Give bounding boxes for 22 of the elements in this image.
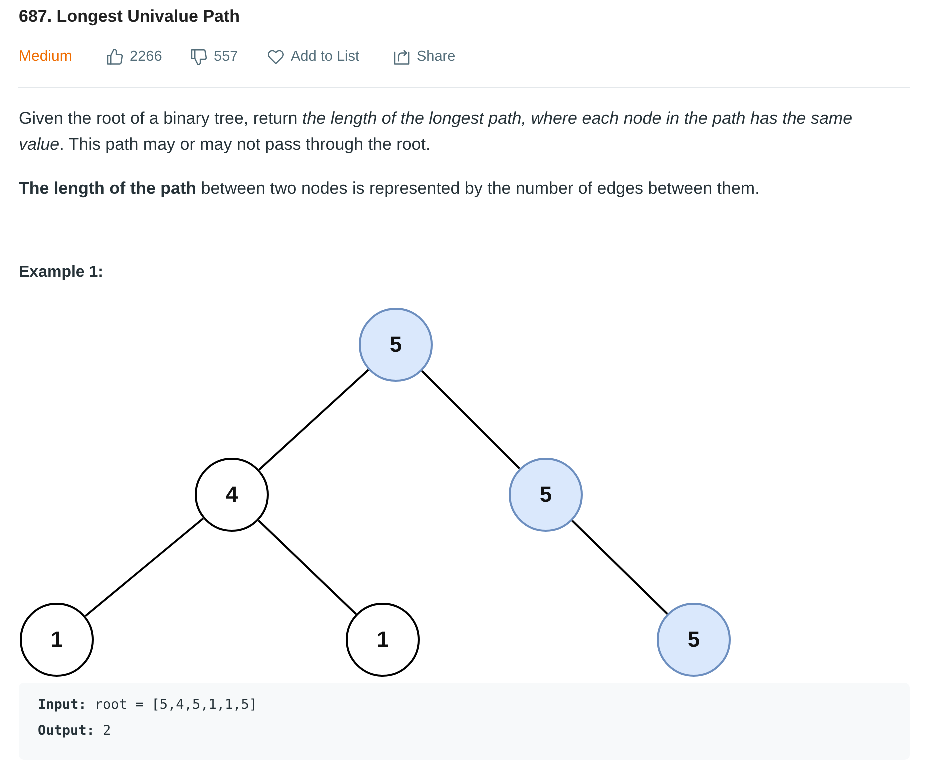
tree-node: 4 bbox=[195, 458, 269, 532]
add-to-list-button: Add to List bbox=[268, 47, 360, 67]
tree-node: 5 bbox=[359, 308, 433, 382]
problem-description: Given the root of a binary tree, return the length of the longest path, where each node in the path has the same value. This path may or may not pass through the root. bbox=[19, 108, 854, 156]
like-button: 2266 bbox=[107, 47, 162, 67]
tree-edge bbox=[258, 369, 370, 471]
tree-node: 1 bbox=[346, 603, 420, 677]
dislike-button: 557 bbox=[191, 47, 238, 67]
tree-node: 5 bbox=[509, 458, 583, 532]
difficulty-label: Medium bbox=[19, 48, 72, 65]
input-line: Input: root = [5,4,5,1,1,5] bbox=[38, 697, 258, 713]
page-title: 687. Longest Univalue Path bbox=[19, 7, 240, 27]
tree-edge bbox=[258, 520, 357, 616]
definition-text: The length of the path between two nodes is represented by the number of edges between them. bbox=[19, 178, 761, 200]
tree-edge bbox=[422, 370, 520, 470]
tree-edge bbox=[84, 518, 204, 618]
tree-node: 1 bbox=[20, 603, 94, 677]
example-heading: Example 1: bbox=[19, 264, 104, 282]
share-button: Share bbox=[394, 47, 456, 67]
output-line: Output: 2 bbox=[38, 723, 112, 739]
tree-node: 5 bbox=[657, 603, 731, 677]
tree-edge bbox=[572, 520, 668, 615]
